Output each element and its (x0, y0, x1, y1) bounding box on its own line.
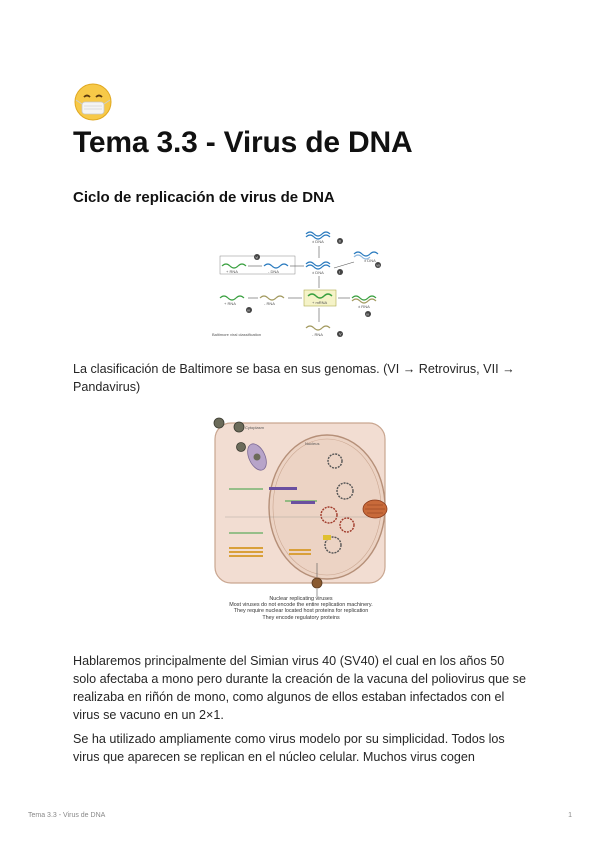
fig1-label-dsdna: ± DNA (312, 239, 324, 244)
fig1-class-ii: II (339, 240, 341, 244)
footer-page-number: 1 (568, 812, 572, 819)
fig1-label-mrna: + mRNA (312, 300, 328, 305)
fig2-caption-line: Most viruses do not encode the entire re… (229, 602, 373, 609)
fig1-class-i: I (339, 271, 340, 275)
fig1-class-vii: VII (376, 264, 380, 268)
fig1-class-vi: VI (255, 256, 258, 260)
footer-title: Tema 3.3 - Virus de DNA (28, 812, 106, 819)
paragraph-baltimore: La clasificación de Baltimore se basa en… (73, 362, 515, 394)
baltimore-classification-figure: ± DNA II ± DNA I ± DNA VII VI + RNA - DN… (212, 231, 381, 337)
fig2-caption: Nuclear replicating viruses Most viruses… (205, 596, 397, 621)
fig1-class-iii: III (366, 313, 369, 317)
fig1-label-ssdna: ± DNA (312, 270, 324, 275)
paragraph-model-virus: Se ha utilizado ampliamente como virus m… (73, 732, 505, 764)
fig2-caption-line: They encode regulatory proteins (262, 614, 340, 621)
fig1-caption: Baltimore viral classification (212, 332, 261, 337)
section-heading: Ciclo de replicación de virus de DNA (73, 189, 335, 206)
fig2-label-cytoplasm: Cytoplasm (245, 425, 265, 430)
fig2-caption-line: Nuclear replicating viruses (269, 596, 333, 602)
fig1-label-ssrna-rt: + RNA (226, 269, 238, 274)
fig1-label-minus-rna: - RNA (264, 301, 275, 306)
fig2-caption-line: They require nuclear located host protei… (233, 608, 369, 615)
page-title: Tema 3.3 - Virus de DNA (73, 126, 413, 159)
fig1-label-plus-rna: + RNA (224, 301, 236, 306)
fig1-class-v: V (339, 333, 342, 337)
fig1-label-neg-rna: - RNA (312, 332, 323, 337)
fig1-class-iv: IV (247, 309, 250, 313)
paragraph-sv40: Hablaremos principalmente del Simian vir… (73, 654, 526, 722)
fig1-label-gapped: ± DNA (364, 258, 376, 263)
face-with-medical-mask-icon (74, 83, 112, 121)
fig1-label-dna-rt: - DNA (268, 269, 279, 274)
fig1-label-dsrna: ± RNA (358, 304, 370, 309)
nuclear-replication-figure: Cytoplasm Nucleus (213, 417, 388, 597)
fig2-label-nucleus: Nucleus (305, 441, 319, 446)
